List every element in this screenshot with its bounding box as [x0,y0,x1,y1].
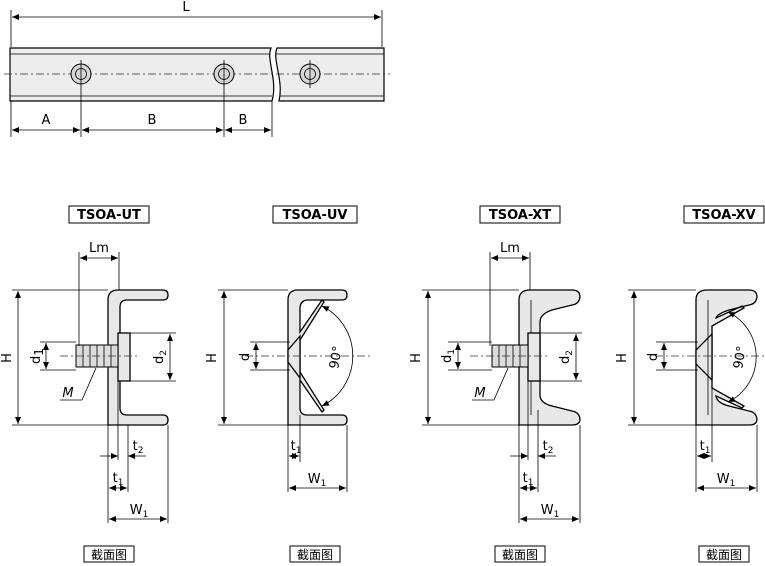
section-title-box [683,205,765,224]
section-tsoa-uv: TSOA-UV 90° H d t1 W1 截面图 [205,205,372,563]
section-title-box [272,205,358,224]
section-title-box [479,205,561,224]
dim-label-Lm: Lm [89,241,109,256]
caption-box [698,545,750,563]
dim-label-t2: t2 [543,439,554,456]
dim-label-H: H [0,353,15,363]
dim-label-d: d [646,353,661,361]
rail-body-right [275,47,385,102]
countersink [287,334,301,380]
channel-profile [695,289,758,426]
tap-boss [117,332,131,382]
section-caption: 截面图 [706,548,742,562]
dim-label-W1: W1 [130,503,149,520]
section-tsoa-ut: TSOA-UT Lm H d1 d2 [0,205,176,563]
dim-label-d: d [238,353,253,361]
dim-label-W1: W1 [308,472,327,489]
dim-label-t2: t2 [133,439,144,456]
channel-profile [518,289,581,426]
dim-label-t1: t1 [113,471,124,488]
rail-hole [213,60,235,88]
dim-label-Lm: Lm [500,241,520,256]
leader-M [493,367,509,401]
angle-label: 90° [731,345,750,370]
dim-label-H: H [205,353,220,363]
caption-box [289,545,341,563]
section-title: TSOA-UT [77,208,141,223]
dim-label-A: A [42,113,51,128]
section-title: TSOA-XT [489,208,551,223]
rail-hole [70,60,92,88]
section-caption: 截面图 [91,548,127,562]
dim-label-W1: W1 [717,472,736,489]
angle-arc [727,311,757,403]
section-caption: 截面图 [297,548,333,562]
tap-boss [527,332,541,382]
section-caption: 截面图 [502,548,538,562]
dim-label-d1: d1 [29,348,46,364]
label-M: M [474,386,485,401]
section-title: TSOA-XV [692,208,755,223]
dim-label-H: H [615,353,630,363]
leader-M [81,367,97,401]
dim-label-d2: d2 [558,350,575,364]
dim-label-B: B [148,113,157,128]
dim-label-W1: W1 [541,503,560,520]
rail-top-view: L A [4,0,390,137]
section-title: TSOA-UV [282,208,347,223]
dim-label-B-end: B [239,113,248,128]
dim-label-t1: t1 [700,439,711,456]
section-tsoa-xt: TSOA-XT Lm H d1 d2 M [409,205,582,563]
label-M: M [62,386,73,401]
rail-hole [299,60,321,88]
section-title-box [68,205,150,224]
section-tsoa-xv: TSOA-XV 90° H d t1 W1 截面图 [615,205,765,563]
rail-body-left [9,47,275,102]
dim-label-d1: d1 [440,349,457,363]
caption-box [494,545,546,563]
angle-arc [321,305,354,407]
dim-label-t1: t1 [523,471,534,488]
dim-label-t1: t1 [291,439,302,456]
angle-label: 90° [327,345,346,370]
caption-box [83,545,135,563]
dim-label-d2: d2 [152,350,169,364]
dim-label-H: H [409,353,424,363]
dim-label-L: L [182,0,190,15]
